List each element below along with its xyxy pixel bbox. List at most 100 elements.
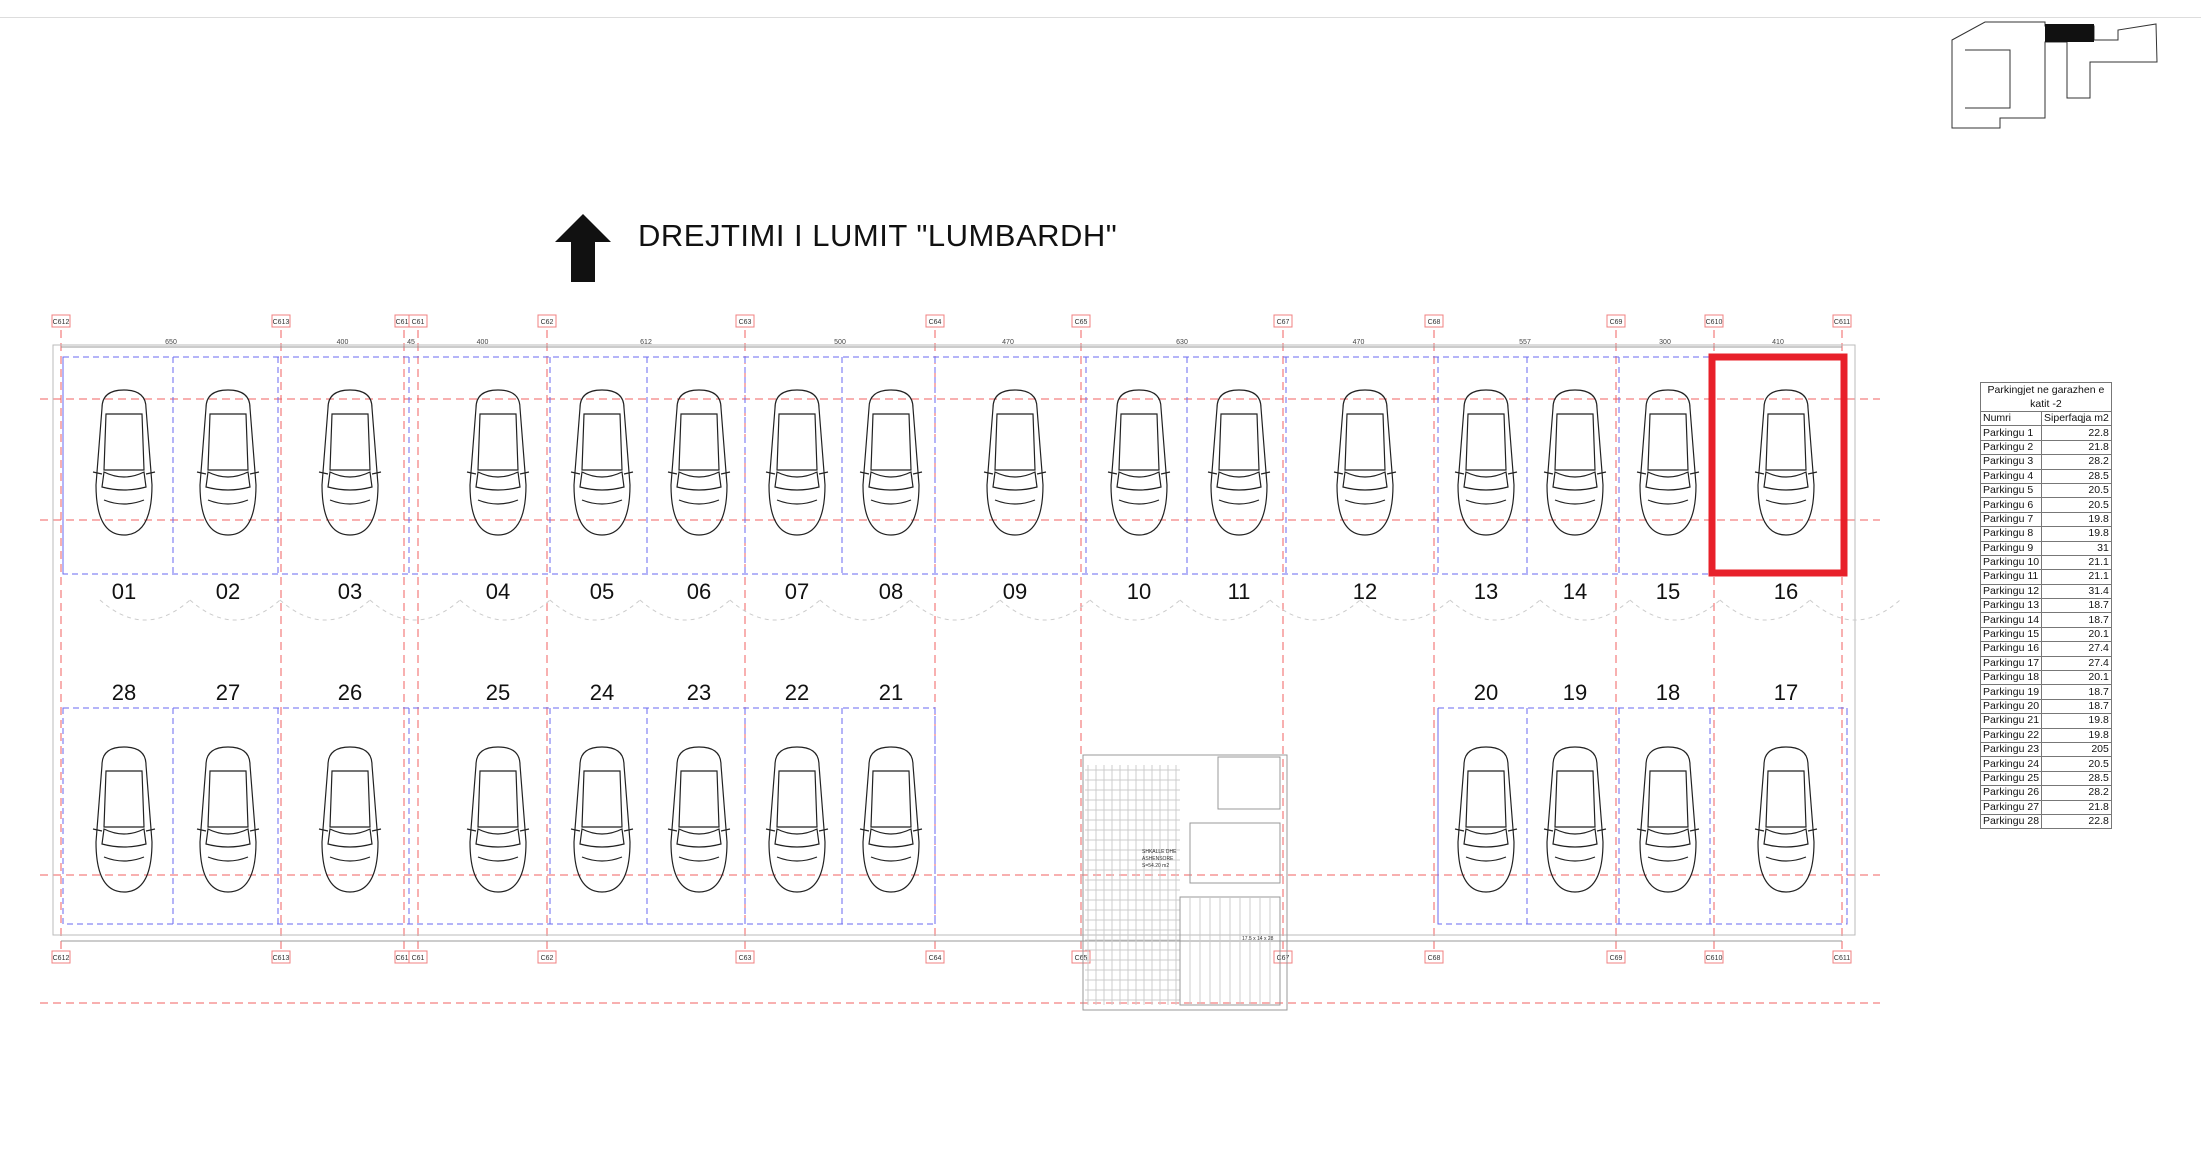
grid-axis-label: C612 [53,955,70,962]
space-name: Parkingu 17 [1979,655,2043,672]
turning-path [1179,599,1271,621]
space-name: Parkingu 13 [1979,598,2043,614]
grid-axis-tag [51,314,71,328]
car-icon [667,389,731,536]
car-icon [859,746,923,893]
grid-axis-tag [1704,950,1724,964]
space-area: 27.4 [2041,641,2112,657]
grid-axis-tag [1606,314,1626,328]
turning-path [279,599,371,621]
space-area: 19.8 [2041,511,2112,528]
parking-space-number: 21 [879,680,903,705]
parking-space-number: 09 [1003,579,1027,604]
parking-space-number: 15 [1656,579,1680,604]
space-area: 19.8 [2041,713,2112,729]
space-name: Parkingu 8 [1979,526,2043,542]
dimension-value: 470 [1002,339,1014,346]
car-icon [1454,389,1518,536]
space-name: Parkingu 19 [1979,684,2043,700]
turning-path [729,599,821,621]
car-icon [1754,389,1818,536]
grid-axis-tag [1424,314,1444,328]
car-icon [765,389,829,536]
space-name: Parkingu 10 [1979,554,2043,571]
turning-path [99,599,191,621]
garage-outline [52,344,1856,936]
parking-space-number: 23 [687,680,711,705]
turning-path [189,599,281,621]
parking-space-number: 13 [1474,579,1498,604]
turning-path [549,599,641,621]
space-name: Parkingu 9 [1979,540,2043,556]
grid-axis-label: C611 [1834,955,1850,962]
space-area: 18.7 [2041,612,2112,628]
parking-space-number: 06 [687,579,711,604]
dimension-value: 500 [834,339,846,346]
grid-axis-label: C69 [1610,955,1623,962]
core-label: SHKALLE DHE [1142,849,1177,855]
car-icon [667,746,731,893]
car-icon [765,746,829,893]
space-name: Parkingu 24 [1979,756,2043,772]
space-area: 20.1 [2041,626,2112,643]
grid-axis-label: C612 [53,319,70,326]
car-icon [466,389,530,536]
grid-axis-tag [537,314,557,328]
space-area: 20.5 [2041,497,2112,513]
key-plan-highlight [2045,24,2094,42]
grid-axis-tag [1832,314,1852,328]
dimension-value: 400 [477,339,489,346]
grid-axis-tag [1424,950,1444,964]
space-area: 18.7 [2041,698,2112,715]
core-label: S=54.20 m2 [1142,863,1169,869]
turning-path [1629,599,1721,621]
car-icon [318,389,382,536]
grid-axis-tag [1704,314,1724,328]
grid-axis-tag [1606,950,1626,964]
parking-space-number: 14 [1563,579,1587,604]
car-icon [983,389,1047,536]
parking-space-number: 22 [785,680,809,705]
parking-space-number: 20 [1474,680,1498,705]
space-area: 18.7 [2041,598,2112,614]
stair-spec: 17.5 x 14 x 28 [1242,936,1274,942]
turning-path [909,599,1001,621]
turning-path [1449,599,1541,621]
space-area: 18.7 [2041,684,2112,700]
grid-axis-label: C68 [1428,955,1441,962]
grid-axis-label: C610 [1706,955,1723,962]
grid-axis-label: C614 [396,955,413,962]
grid-axis-tag [735,314,755,328]
car-icon [92,746,156,893]
space-area: 21.8 [2041,439,2112,456]
parking-space-number: 26 [338,680,362,705]
dimension-value: 410 [1772,339,1784,346]
grid-axis-label: C64 [929,955,942,962]
grid-axis-label: C69 [1610,319,1623,326]
parking-space-number: 08 [879,579,903,604]
space-name: Parkingu 1 [1979,425,2043,441]
dimension-value: 400 [337,339,349,346]
turning-path [1539,599,1631,621]
space-name: Parkingu 14 [1979,612,2043,628]
highlighted-parking-space-16[interactable] [1708,353,1848,577]
car-icon [196,746,260,893]
space-name: Parkingu 18 [1979,670,2043,686]
core-label: ASHENSORE [1142,856,1174,862]
car-icon [318,746,382,893]
space-name: Parkingu 26 [1979,785,2043,801]
car-icon [1543,746,1607,893]
space-name: Parkingu 2 [1979,439,2043,456]
parking-space-number: 24 [590,680,614,705]
space-name: Parkingu 28 [1979,813,2043,830]
space-area: 28.2 [2041,785,2112,801]
